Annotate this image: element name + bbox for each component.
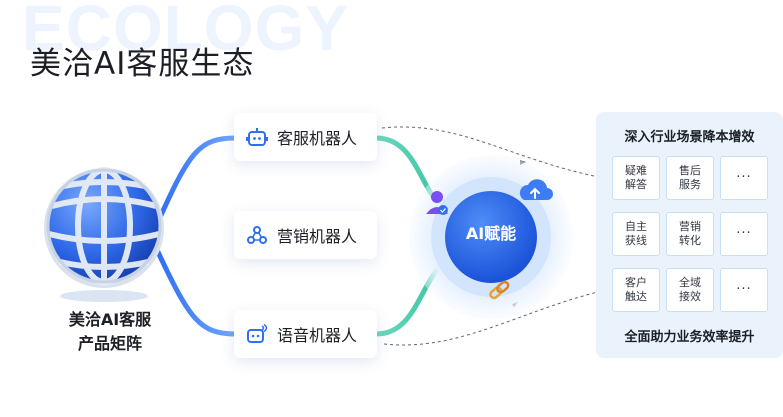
chip-line: 营销: [679, 220, 701, 233]
chip-line: 触达: [625, 290, 647, 303]
chip-line: 售后: [679, 164, 701, 177]
scenario-row: 疑难 解答 售后 服务 ···: [612, 156, 768, 200]
chip-line: 疑难: [625, 164, 647, 177]
chip-line: 接效: [679, 290, 701, 303]
scenario-chip-difficult-answers[interactable]: 疑难 解答: [612, 156, 660, 200]
connector-globe-customer-bot: [155, 135, 239, 225]
globe-icon: [44, 167, 164, 302]
connector-globe-voice-bot: [155, 249, 239, 337]
scenario-panel: 深入行业场景降本增效 疑难 解答 售后 服务 ··· 自主 获线: [596, 112, 783, 358]
more-chip[interactable]: ···: [720, 268, 768, 312]
marketing-network-icon: [247, 226, 267, 244]
voice-robot-icon: [247, 323, 268, 343]
scenario-grid: 疑难 解答 售后 服务 ··· 自主 获线 营销 转化 ···: [612, 156, 768, 324]
more-chip[interactable]: ···: [720, 156, 768, 200]
scenario-chip-lead-capture[interactable]: 自主 获线: [612, 212, 660, 256]
ai-empower-label: AI赋能: [465, 224, 517, 243]
marketing-bot-card[interactable]: 营销机器人: [234, 211, 377, 259]
chip-line: 转化: [679, 234, 701, 247]
robot-face-icon: [246, 128, 268, 146]
scenario-row: 客户 触达 全域 接效 ···: [612, 268, 768, 312]
product-label-line1: 美洽AI客服: [68, 310, 152, 329]
product-label-line2: 产品矩阵: [77, 334, 142, 353]
chip-line: 解答: [625, 178, 647, 191]
product-matrix-label: 美洽AI客服 产品矩阵: [40, 308, 180, 356]
customer-service-bot-card[interactable]: 客服机器人: [234, 113, 377, 161]
user-badge-icon: [426, 191, 448, 215]
page-title: 美洽AI客服生态: [30, 46, 255, 82]
more-chip[interactable]: ···: [720, 212, 768, 256]
bot-label: 客服机器人: [277, 129, 358, 148]
dashed-flow-bottom: [383, 289, 607, 346]
chip-line: 客户: [625, 276, 647, 289]
cloud-upload-icon: [519, 179, 553, 200]
scenario-row: 自主 获线 营销 转化 ···: [612, 212, 768, 256]
chain-link-icon: [489, 280, 510, 300]
scenario-chip-customer-reach[interactable]: 客户 触达: [612, 268, 660, 312]
background-watermark: ECOLOGY: [22, 0, 350, 64]
scenario-chip-after-sales[interactable]: 售后 服务: [666, 156, 714, 200]
scenario-chip-omnichannel[interactable]: 全域 接效: [666, 268, 714, 312]
bot-label: 营销机器人: [277, 227, 358, 246]
panel-bottom-title: 全面助力业务效率提升: [624, 330, 755, 345]
dashed-flow-top: [381, 126, 605, 179]
voice-bot-card[interactable]: 语音机器人: [234, 310, 377, 358]
hub-core: [445, 191, 537, 283]
scenario-chip-marketing-conversion[interactable]: 营销 转化: [666, 212, 714, 256]
bot-label: 语音机器人: [277, 326, 358, 345]
panel-top-title: 深入行业场景降本增效: [624, 130, 755, 145]
chip-line: 自主: [625, 220, 647, 233]
chip-line: 获线: [625, 234, 647, 247]
chip-line: 全域: [679, 276, 701, 289]
chip-line: 服务: [679, 178, 701, 191]
